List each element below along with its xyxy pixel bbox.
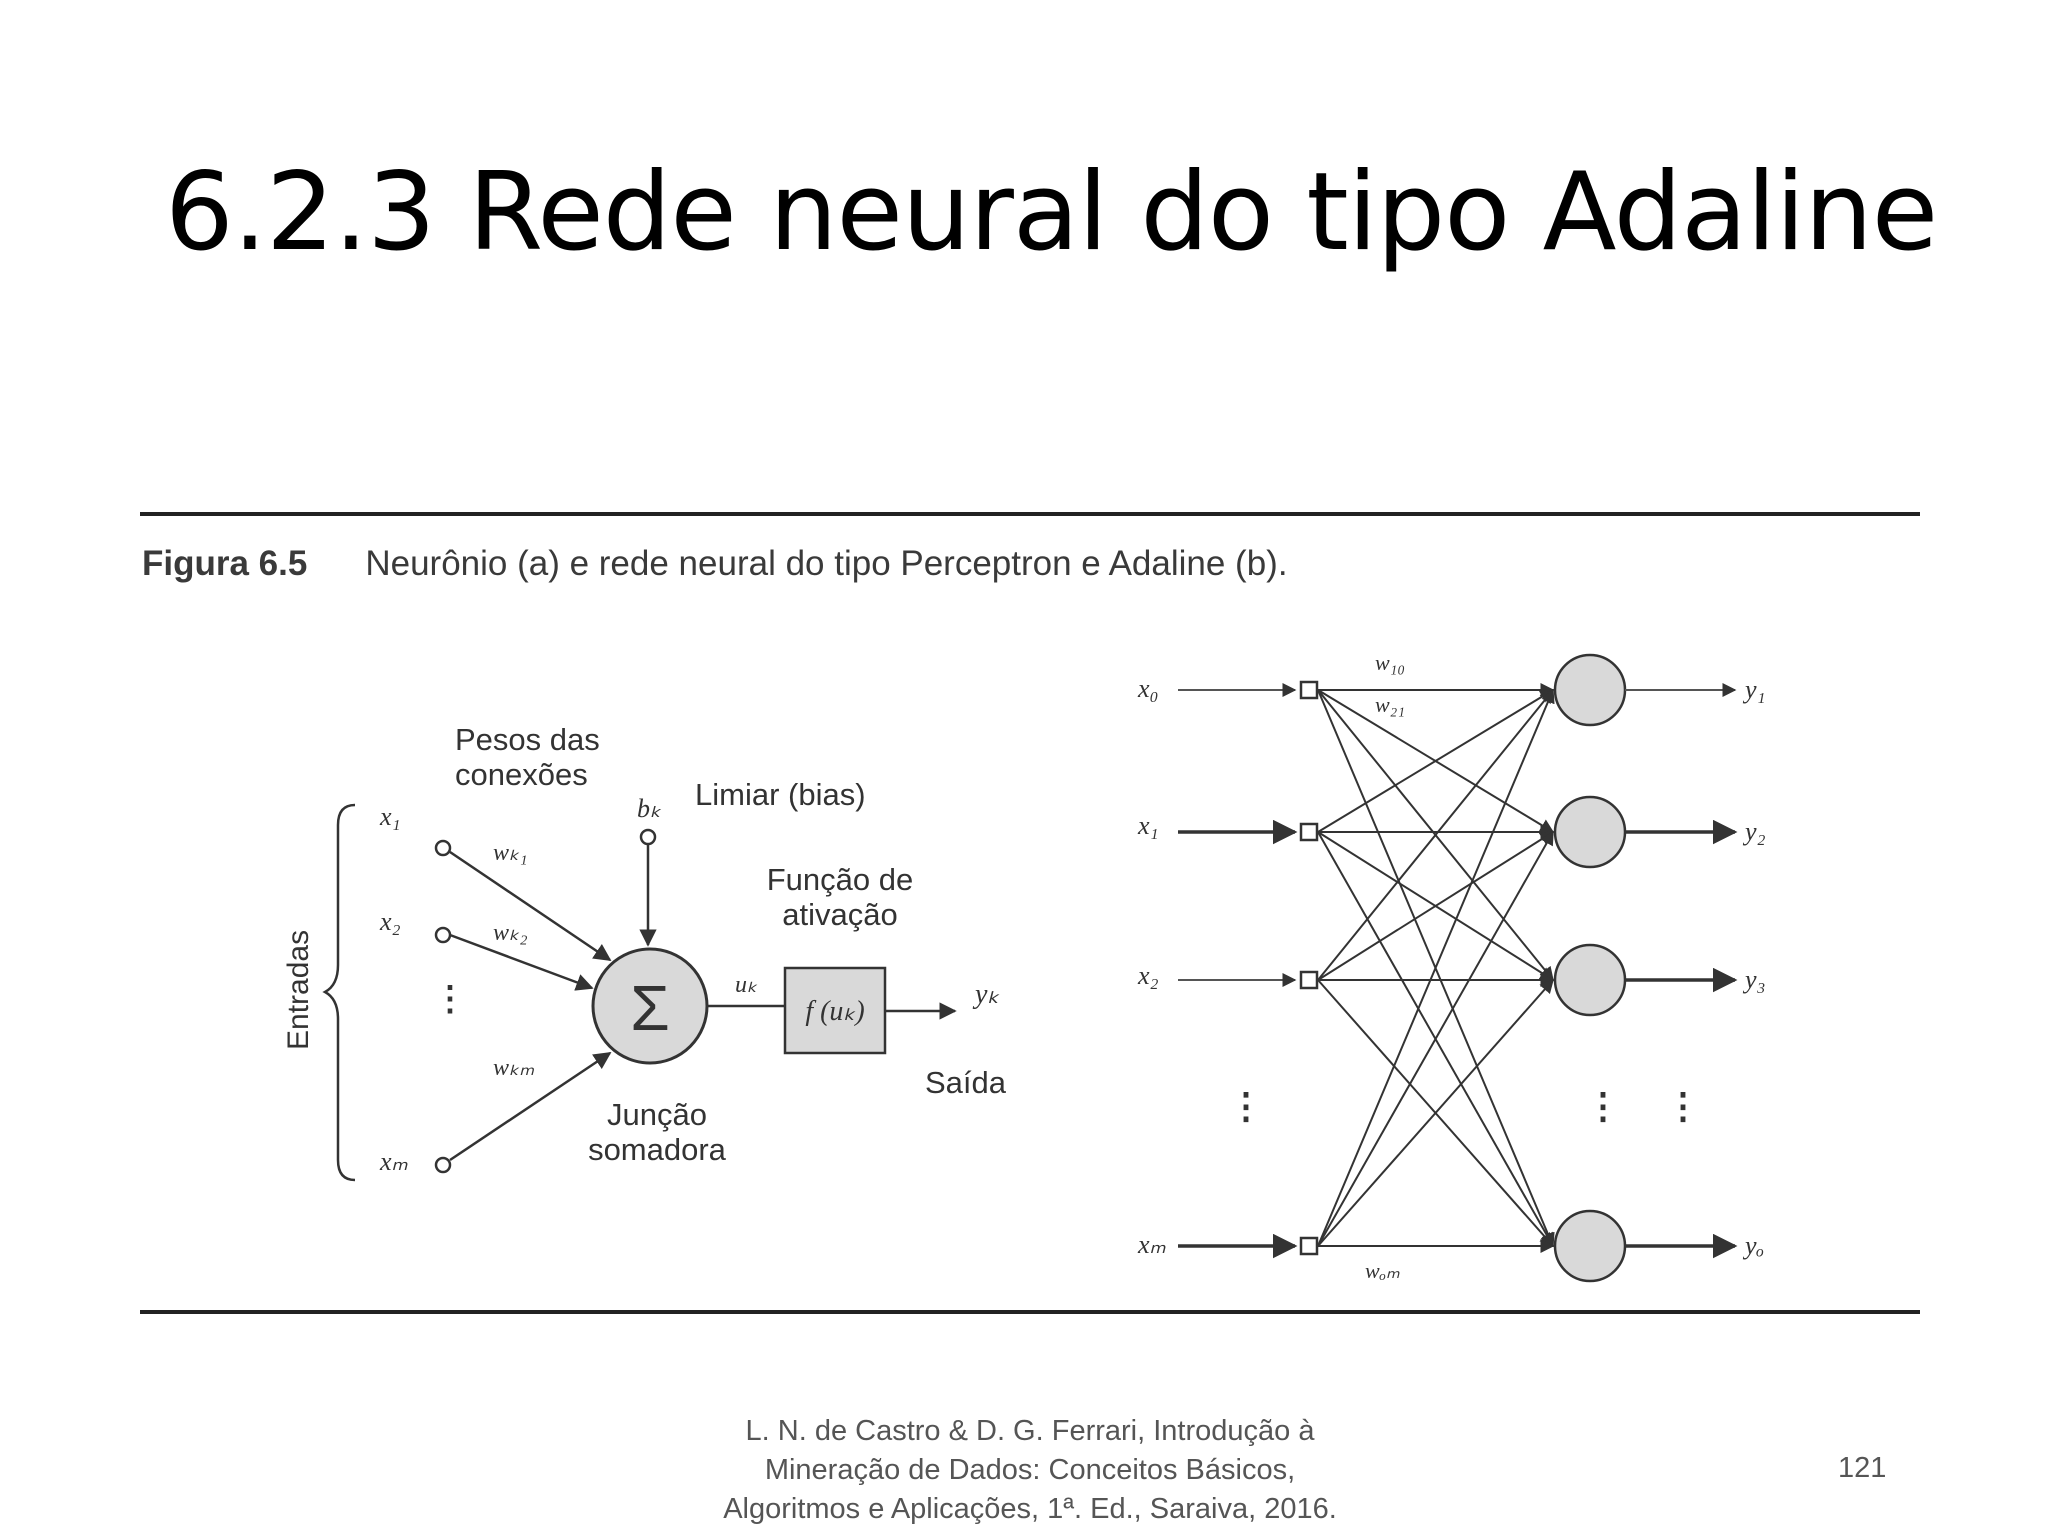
connection-x1 <box>449 850 612 962</box>
weight-wk2: wₖ₂ <box>493 920 528 946</box>
output-symbol: yₖ <box>972 979 1000 1010</box>
summing-label-line2: somadora <box>588 1132 727 1167</box>
net-input-x2: x₂ <box>1137 961 1159 990</box>
output-neuron-2 <box>1553 795 1627 869</box>
figure-top-rule <box>140 512 1920 516</box>
net-input-node-0 <box>1299 680 1319 700</box>
net-output-dots: ⋮ <box>1665 1085 1701 1126</box>
output-label: Saída <box>925 1065 1007 1100</box>
net-input-x1: x₁ <box>1137 811 1159 840</box>
activation-label-line1: Função de <box>767 862 914 897</box>
input-node-x1 <box>434 839 452 857</box>
net-input-x0: x₀ <box>1137 674 1159 703</box>
figure-bottom-rule <box>140 1310 1920 1314</box>
slide-title: 6.2.3 Rede neural do tipo Adaline <box>165 150 1938 275</box>
input-xm: xₘ <box>379 1147 409 1176</box>
bias-node <box>639 828 657 846</box>
citation: L. N. de Castro & D. G. Ferrari, Introdu… <box>680 1412 1380 1529</box>
net-output-y3: y₃ <box>1742 965 1766 994</box>
sum-symbol: Σ <box>630 972 670 1044</box>
input-x2: x₂ <box>379 907 401 936</box>
weights-label-line1: Pesos das <box>455 722 600 757</box>
inputs-label: Entradas <box>282 930 315 1050</box>
net-input-xm: xₘ <box>1137 1230 1167 1259</box>
weights-label-line2: conexões <box>455 757 588 792</box>
citation-line-2: Mineração de Dados: Conceitos Básicos, <box>764 1454 1296 1486</box>
output-neuron-3 <box>1553 943 1627 1017</box>
input-node-x2 <box>434 926 452 944</box>
net-output-y2: y₂ <box>1742 817 1766 846</box>
figure-caption-text: Neurônio (a) e rede neural do tipo Perce… <box>365 544 1288 583</box>
page-number: 121 <box>1838 1452 1887 1484</box>
figure-number: Figura 6.5 <box>142 544 308 583</box>
input-x1: x₁ <box>379 802 401 831</box>
citation-line-1: L. N. de Castro & D. G. Ferrari, Introdu… <box>745 1415 1315 1447</box>
net-input-node-1 <box>1299 822 1319 842</box>
summing-label-line1: Junção <box>607 1097 707 1132</box>
weight-wom: wₒₘ <box>1365 1258 1400 1283</box>
net-output-y1: y₁ <box>1742 675 1766 704</box>
input-node-xm <box>434 1156 452 1174</box>
figure-caption: Figura 6.5 Neurônio (a) e rede neural do … <box>142 544 1288 584</box>
citation-line-3: Algoritmos e Aplicações, 1ª. Ed., Saraiv… <box>723 1493 1337 1525</box>
net-input-dots: ⋮ <box>1228 1085 1264 1126</box>
weight-w21: w₂₁ <box>1375 692 1405 717</box>
weight-wkm: wₖₘ <box>493 1055 534 1081</box>
inputs-brace <box>322 803 356 1182</box>
net-neuron-dots: ⋮ <box>1585 1085 1621 1126</box>
output-neuron-o <box>1553 1209 1627 1283</box>
bias-label: Limiar (bias) <box>695 777 866 812</box>
net-input-node-m <box>1299 1236 1319 1256</box>
net-output-yo: yₒ <box>1742 1231 1764 1260</box>
activation-box <box>783 966 887 1055</box>
net-symbol: uₖ <box>735 972 758 998</box>
connection-x2 <box>449 933 594 991</box>
weight-connections <box>1317 683 1555 1253</box>
net-input-node-2 <box>1299 970 1319 990</box>
activation-label-line2: ativação <box>782 897 897 932</box>
neuron-diagram: Entradas Pesos das conexões x₁ x₂ xₘ ⋮ w… <box>282 722 1007 1182</box>
vertical-dots: ⋮ <box>433 980 467 1018</box>
bias-symbol: bₖ <box>637 794 662 823</box>
network-diagram: x₀ x₁ x₂ xₘ <box>1137 650 1766 1283</box>
output-neuron-1 <box>1553 653 1627 727</box>
connection-xm <box>449 1051 612 1162</box>
weight-w10: w₁₀ <box>1375 650 1405 675</box>
activation-function: f (uₖ) <box>805 996 864 1027</box>
weight-wk1: wₖ₁ <box>493 840 528 866</box>
